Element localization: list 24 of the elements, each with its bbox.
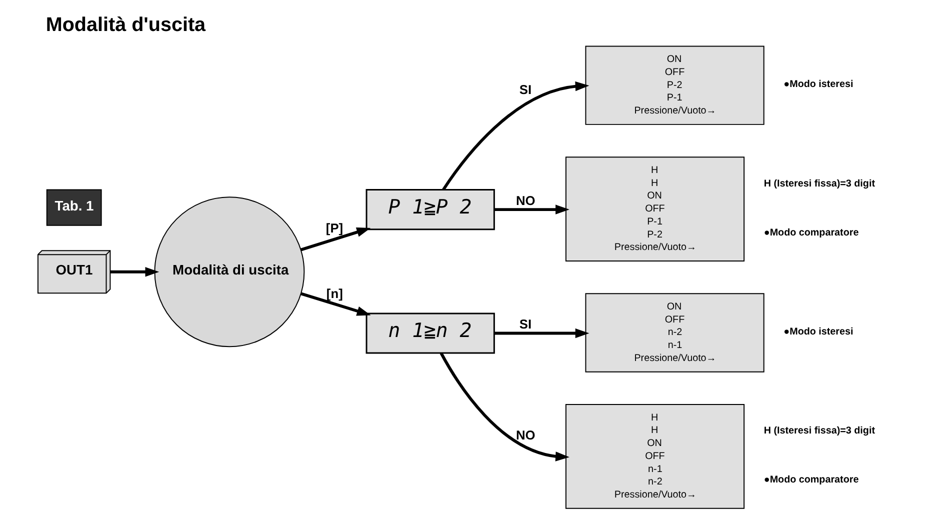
edge-label: NO: [515, 428, 535, 443]
arrow: [439, 352, 569, 462]
node-box: n 1≧n 2: [365, 312, 494, 354]
arrow: [300, 227, 370, 252]
node-box: P 1≧P 2: [365, 189, 494, 230]
node-circle: Modalità di uscita: [154, 196, 304, 348]
arrow: [300, 292, 370, 316]
node-label: ●Modo isteresi: [783, 78, 853, 90]
edge-label: SI: [518, 82, 532, 98]
node-label: ●Modo comparatore: [763, 474, 858, 486]
node-label: H (Isteresi fissa)=3 digit: [763, 426, 874, 437]
arrow: [110, 267, 159, 277]
arrow: [494, 204, 569, 214]
edge-label: [P]: [325, 220, 343, 236]
node-label: ●Modo comparatore: [763, 227, 858, 238]
label: Tab. 1: [54, 197, 94, 214]
diagram-title: Modalità d'uscita: [45, 14, 206, 36]
edge-label: [n]: [326, 286, 342, 302]
arrow: [442, 81, 589, 190]
node-label: ●Modo isteresi: [783, 326, 853, 338]
edge-label: SI: [518, 316, 532, 332]
edge-label: NO: [515, 192, 535, 208]
arrow: [494, 328, 589, 338]
node-label: H (Isteresi fissa)=3 digit: [763, 178, 874, 190]
